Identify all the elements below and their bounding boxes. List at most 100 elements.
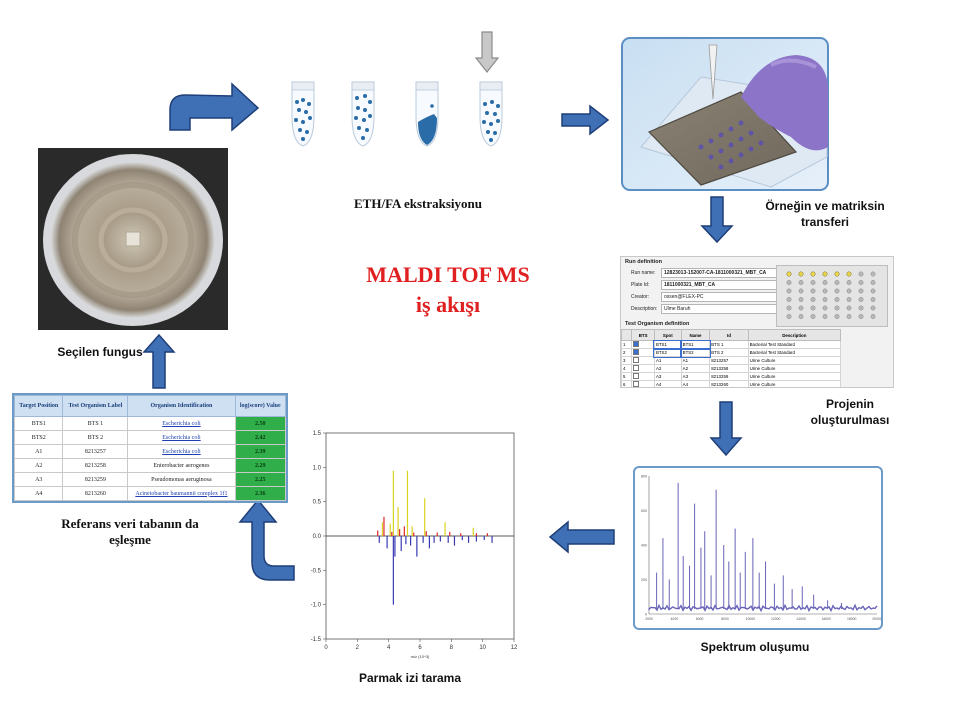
run-field-row: Run name:12823013-152007-CA-1811000321_M… <box>631 267 781 279</box>
plate-spot <box>798 271 804 277</box>
spectrum-x-tick-label: 14000 <box>796 617 806 621</box>
run-field-value[interactable]: ossen@FLEX-PC <box>661 292 781 302</box>
bts-checkbox[interactable] <box>631 348 655 357</box>
caption-fungus: Seçilen fungus <box>57 345 143 359</box>
spectrum-x-tick-label: 2000 <box>645 617 653 621</box>
run-definition-label: Run definition <box>625 259 662 265</box>
organism-cell: BTS 2 <box>709 348 749 357</box>
reference-cell-score: 2.36 <box>234 486 286 501</box>
plate-spot <box>810 288 816 294</box>
spectrum-x-tick-label: 18000 <box>847 617 857 621</box>
bts-checkbox[interactable] <box>631 356 655 365</box>
run-field-value[interactable]: Ulme Baruh <box>661 304 781 314</box>
organism-table-header <box>621 329 633 341</box>
plate-spot <box>810 314 816 319</box>
organism-cell: Bacterial Test Standard <box>747 340 842 349</box>
transfer-photo <box>621 37 829 191</box>
x-tick-label: 8 <box>450 645 454 651</box>
spectrum-y-tick-label: 200 <box>641 578 647 582</box>
organism-cell: 4 <box>621 364 633 373</box>
organism-cell: Urine Culture <box>747 372 842 381</box>
curved-arrow-left-up <box>238 498 295 581</box>
plate-spot <box>822 314 828 319</box>
run-field-row: Description:Ulme Baruh <box>631 303 781 315</box>
gray-down-arrow <box>474 31 500 73</box>
reference-table-header: Organism Identification <box>127 395 236 417</box>
checkbox-icon[interactable] <box>633 373 640 379</box>
plate-spot <box>870 305 876 311</box>
arrow-up-1 <box>142 333 176 389</box>
run-field-row: Creator:ossen@FLEX-PC <box>631 291 781 303</box>
checkbox-icon[interactable] <box>633 365 640 371</box>
organism-cell: A4 <box>680 380 711 387</box>
arrow-down-1 <box>700 196 734 244</box>
caption-extraction: ETH/FA ekstraksiyonu <box>354 196 482 211</box>
spectrum-y-tick-label: 600 <box>641 509 647 513</box>
plate-spot <box>810 305 816 311</box>
reference-cell-org[interactable]: Escherichia coli <box>127 444 236 459</box>
run-field-label: Description: <box>631 306 658 312</box>
bts-checkbox[interactable] <box>631 380 655 387</box>
plate-spot <box>858 314 864 319</box>
plate-spot <box>810 280 816 285</box>
run-field-value[interactable]: 12823013-152007-CA-1811000321_MBT_CA <box>661 268 781 278</box>
checkbox-icon[interactable] <box>633 349 640 355</box>
tube-4 <box>479 81 503 147</box>
organism-cell: 1 <box>621 340 633 349</box>
curved-arrow-up-right <box>169 82 260 132</box>
organism-cell: A2 <box>653 364 682 373</box>
organism-definition-label: Test Organism definition <box>625 321 690 327</box>
spectrum-y-tick-label: 800 <box>641 475 647 479</box>
spectrum-x-tick-label: 6000 <box>696 617 704 621</box>
plate-spot <box>822 297 828 302</box>
workflow-title: MALDI TOF MS iş akışı <box>318 260 578 320</box>
arrow-left-1 <box>548 520 615 554</box>
checkbox-icon[interactable] <box>633 357 640 363</box>
tube-1 <box>291 81 315 147</box>
run-field-row: Plate Id:1811000321_MBT_CA <box>631 279 781 291</box>
reference-cell-org[interactable]: Escherichia coli <box>127 416 236 431</box>
checkbox-icon[interactable] <box>633 341 640 347</box>
reference-cell-pos: A1 <box>14 444 64 459</box>
reference-cell-org: Pseudomonas aeruginosa <box>127 472 236 487</box>
bts-checkbox[interactable] <box>631 372 655 381</box>
reference-cell-org[interactable]: Acinetobacter baumannii complex 1f1 <box>127 486 236 501</box>
plate-spot <box>786 305 792 311</box>
target-plate-preview <box>776 265 888 327</box>
bts-checkbox[interactable] <box>631 364 655 373</box>
plate-spot <box>870 271 876 277</box>
x-tick-label: 6 <box>418 645 422 651</box>
plate-spot <box>798 305 804 311</box>
checkbox-icon[interactable] <box>633 381 640 387</box>
organism-table-header: Spot <box>653 329 682 341</box>
bts-checkbox[interactable] <box>631 340 655 349</box>
reference-cell-label: 8213260 <box>62 486 129 501</box>
organism-cell: A3 <box>653 372 682 381</box>
organism-cell: 3 <box>621 356 633 365</box>
organism-cell: Urine Culture <box>747 364 842 373</box>
reference-cell-org: Enterobacter aerogenes <box>127 458 236 473</box>
reference-cell-label: 8213257 <box>62 444 129 459</box>
spectrum-baseline <box>648 603 878 613</box>
organism-cell: Bacterial Test Standard <box>747 348 842 357</box>
plate-spot <box>858 305 864 311</box>
organism-cell: 2 <box>621 348 633 357</box>
plate-spot <box>834 305 840 311</box>
plate-spot <box>786 280 792 285</box>
title-line-1: MALDI TOF MS <box>366 262 530 287</box>
run-field-value[interactable]: 1811000321_MBT_CA <box>661 280 781 290</box>
reference-cell-pos: BTS2 <box>14 430 64 445</box>
plate-spot <box>870 280 876 285</box>
plate-spot <box>822 305 828 311</box>
reference-cell-org[interactable]: Escherichia coli <box>127 430 236 445</box>
plate-spot <box>786 288 792 294</box>
